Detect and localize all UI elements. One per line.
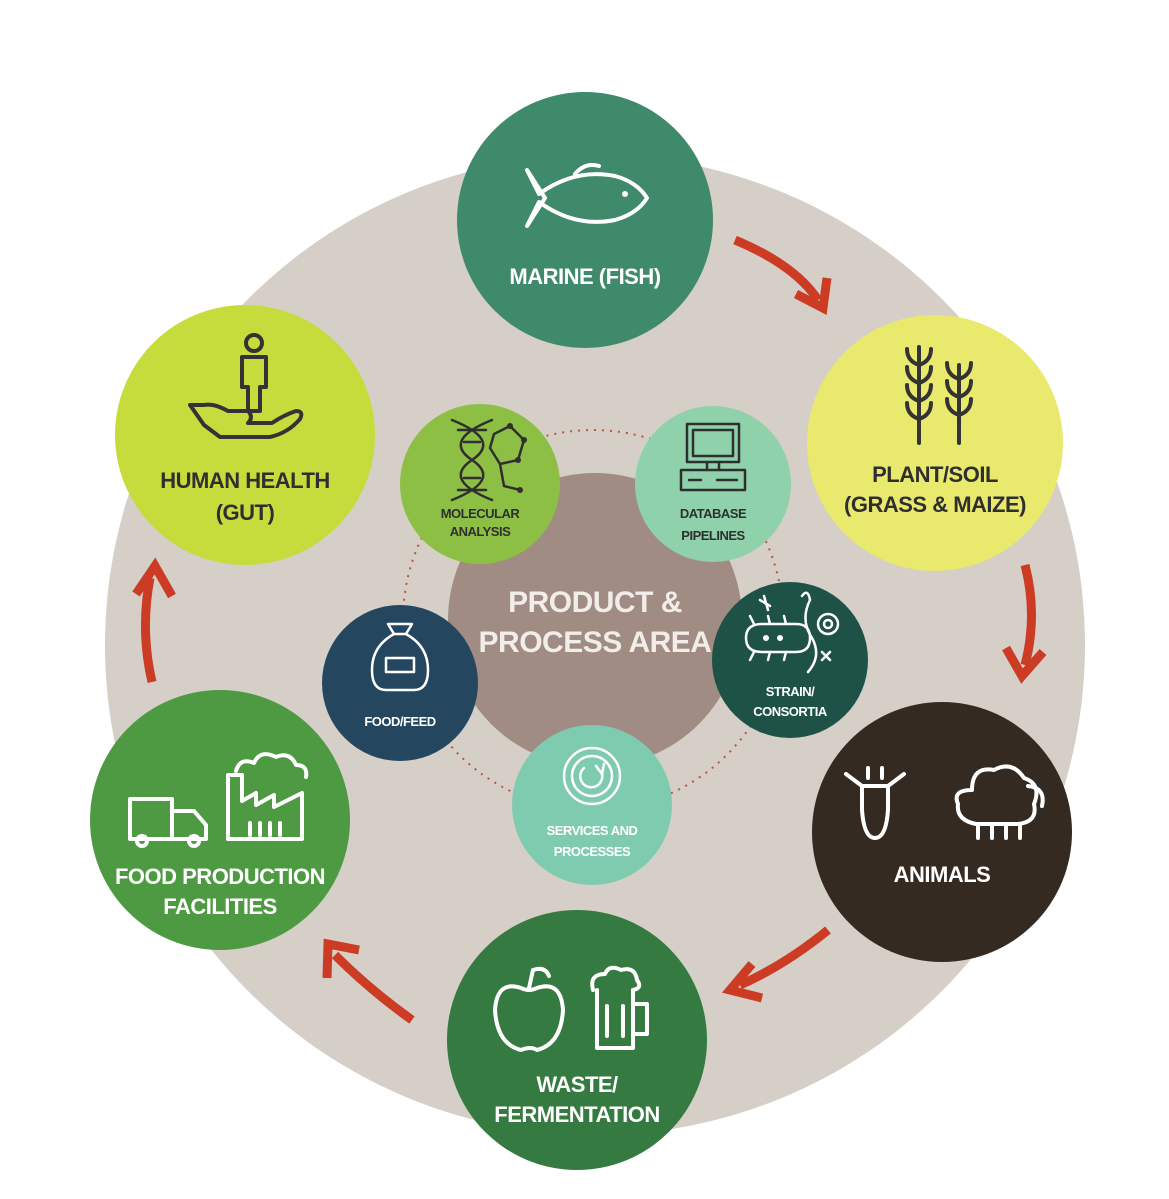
services-label-line1: SERVICES AND xyxy=(547,823,638,838)
microbe-icon xyxy=(744,591,840,674)
arrow-food-production-to-human-health xyxy=(132,557,176,684)
node-food-feed: FOOD/FEED xyxy=(322,605,478,761)
food-feed-label-line1: FOOD/FEED xyxy=(364,714,435,729)
molecular-label-line1: MOLECULAR xyxy=(441,506,521,521)
arrow-plant-to-animals xyxy=(1002,563,1047,684)
cycle-icon xyxy=(562,746,622,806)
node-services: SERVICES AND PROCESSES xyxy=(512,725,672,885)
waste-label-line1: WASTE/ xyxy=(536,1072,618,1097)
database-circle xyxy=(635,406,791,562)
node-database: DATABASE PIPELINES xyxy=(635,406,791,562)
human-health-label-line1: HUMAN HEALTH xyxy=(160,468,330,493)
waste-label-line2: FERMENTATION xyxy=(494,1102,660,1127)
truck-factory-icon xyxy=(128,752,309,848)
apple-beer-icon xyxy=(493,965,649,1052)
plant-label-line2: (GRASS & MAIZE) xyxy=(844,492,1026,517)
waste-circle xyxy=(447,910,707,1170)
cycle-arrows xyxy=(132,235,1047,1024)
strain-label-line1: STRAIN/ xyxy=(766,684,815,699)
node-plant: PLANT/SOIL (GRASS & MAIZE) xyxy=(807,315,1063,571)
arrow-animals-to-waste xyxy=(721,926,831,1003)
dna-icon xyxy=(450,418,527,502)
cow-sheep-icon xyxy=(844,764,1045,840)
human-health-label-line2: (GUT) xyxy=(216,500,275,525)
animals-circle xyxy=(812,702,1072,962)
node-food-production: FOOD PRODUCTION FACILITIES xyxy=(90,690,350,950)
food-production-label-line1: FOOD PRODUCTION xyxy=(115,864,325,889)
node-marine: MARINE (FISH) xyxy=(457,92,713,348)
center-label-line2: PROCESS AREA xyxy=(479,626,712,659)
node-strain: STRAIN/ CONSORTIA xyxy=(712,582,868,738)
marine-label-line1: MARINE (FISH) xyxy=(509,264,660,289)
arrow-marine-to-plant xyxy=(733,235,832,315)
hand-person-icon xyxy=(188,333,304,439)
food-feed-circle xyxy=(322,605,478,761)
node-human-health: HUMAN HEALTH (GUT) xyxy=(115,305,375,565)
node-animals: ANIMALS xyxy=(812,702,1072,962)
sack-icon xyxy=(370,622,430,692)
computer-icon xyxy=(679,422,747,492)
node-molecular: MOLECULAR ANALYSIS xyxy=(400,404,560,564)
node-waste: WASTE/ FERMENTATION xyxy=(447,910,707,1170)
arrow-waste-to-food-production xyxy=(322,938,415,1024)
wheat-icon xyxy=(905,345,973,445)
database-label-line2: PIPELINES xyxy=(681,528,745,543)
plant-circle xyxy=(807,315,1063,571)
molecular-label-line2: ANALYSIS xyxy=(450,524,511,539)
fish-icon xyxy=(525,163,649,228)
plant-label-line1: PLANT/SOIL xyxy=(872,462,998,487)
strain-label-line2: CONSORTIA xyxy=(753,704,828,719)
services-label-line2: PROCESSES xyxy=(554,844,631,859)
animals-label-line1: ANIMALS xyxy=(894,862,991,887)
food-production-label-line2: FACILITIES xyxy=(163,894,277,919)
database-label-line1: DATABASE xyxy=(680,506,747,521)
center-label-line1: PRODUCT & xyxy=(508,586,682,619)
